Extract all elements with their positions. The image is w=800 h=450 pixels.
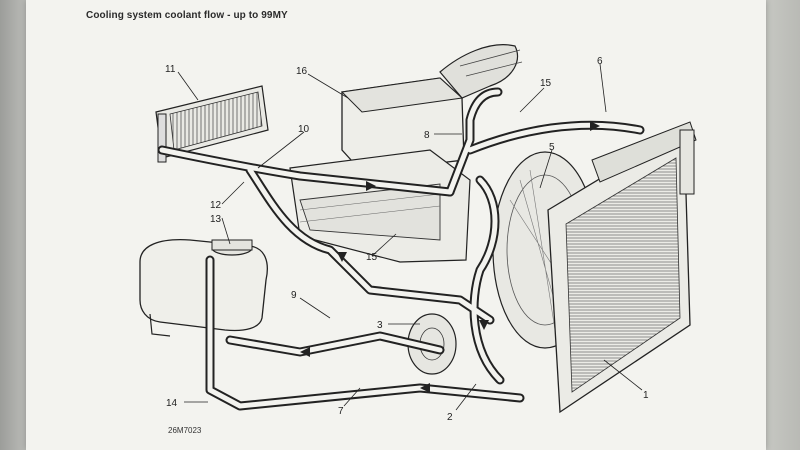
radiator <box>547 121 697 414</box>
figure-reference: 26M7023 <box>168 426 202 435</box>
callout-14: 14 <box>166 398 178 409</box>
heater-matrix <box>155 85 269 163</box>
diagram-title: Cooling system coolant flow - up to 99MY <box>86 10 288 21</box>
callout-1: 1 <box>643 390 649 401</box>
callout-11: 11 <box>165 64 176 75</box>
engine-intake-plenum <box>340 44 523 173</box>
callout-7: 7 <box>338 406 344 417</box>
callout-5: 5 <box>549 142 555 153</box>
callout-6: 6 <box>597 56 603 67</box>
callout-12: 12 <box>210 200 222 211</box>
callout-3: 3 <box>377 320 383 331</box>
expansion-tank <box>139 239 268 337</box>
flow-arrows <box>300 121 600 393</box>
callout-16: 16 <box>296 66 308 77</box>
callout-15-center: 15 <box>366 252 378 263</box>
callout-15-top: 15 <box>540 78 552 89</box>
callout-2: 2 <box>447 412 453 423</box>
leader-lines <box>177 63 643 411</box>
callout-10: 10 <box>298 124 310 135</box>
coolant-hoses <box>157 87 645 411</box>
callout-13: 13 <box>210 214 222 225</box>
callout-9: 9 <box>291 290 297 301</box>
callout-8: 8 <box>424 130 430 141</box>
